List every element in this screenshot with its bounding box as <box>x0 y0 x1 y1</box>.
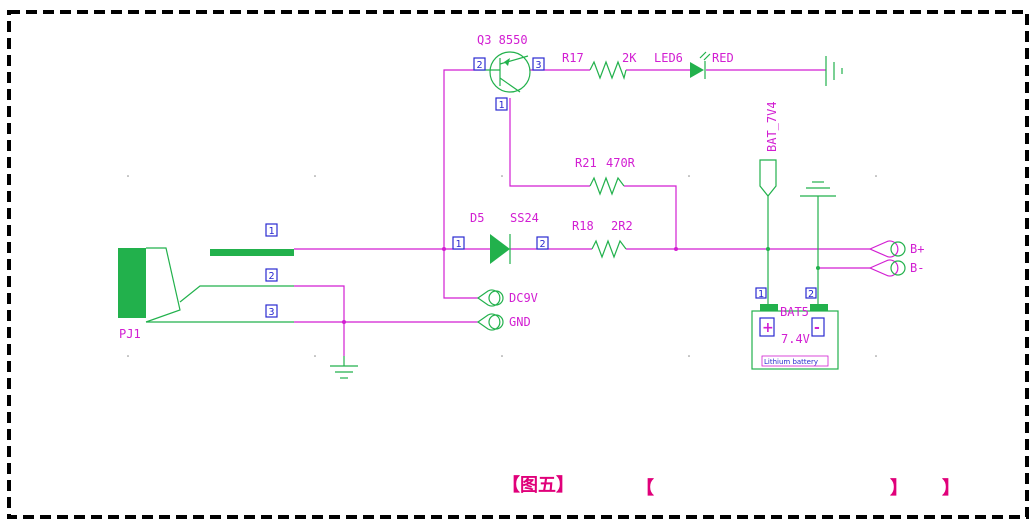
q3-pin-3: 3 <box>536 60 542 71</box>
battery-designator: BAT5 <box>780 305 809 319</box>
q3-pin-2: 2 <box>477 60 483 71</box>
r21-designator: R21 <box>575 156 597 170</box>
pj1-pin-3: 3 <box>269 307 275 318</box>
bat5-pin-2: 2 <box>808 289 814 300</box>
resistor-r17[interactable]: R17 2K <box>562 51 637 81</box>
r17-value: 2K <box>622 51 637 65</box>
port-b-plus-label: B+ <box>910 242 924 256</box>
battery-minus-sign: - <box>814 320 820 336</box>
led-triangle <box>690 62 704 78</box>
connector-pin2-lead <box>179 285 294 303</box>
connector-spring <box>145 247 181 323</box>
battery-body <box>751 310 839 370</box>
resistor-r18[interactable]: R18 2R2 <box>572 219 633 259</box>
sheet-border <box>7 10 1029 519</box>
port-b-minus-label: B- <box>910 261 924 275</box>
battery-plus-sign: + <box>762 320 774 336</box>
pj1-pin-2: 2 <box>269 271 275 282</box>
transistor-body <box>489 51 531 93</box>
d5-pin-2: 2 <box>540 239 546 250</box>
connector-pin-numbers: 1 2 3 <box>265 223 278 318</box>
battery-bat5[interactable]: + - BAT5 7.4V Lithium battery 1 2 <box>751 249 839 370</box>
diode-designator: D5 <box>470 211 484 225</box>
r21-value: 470R <box>606 156 636 170</box>
port-dc9v[interactable]: DC9V <box>476 289 538 307</box>
figure-caption: 【图五】 <box>502 475 574 496</box>
bat5-pin-1: 1 <box>758 289 764 300</box>
port-dc9v-label: DC9V <box>509 291 538 305</box>
q3-pin-1: 1 <box>499 100 505 111</box>
ground-symbol-top-right <box>825 56 843 86</box>
led-led6[interactable]: LED6 RED <box>654 51 734 79</box>
d5-pin-1: 1 <box>456 239 462 250</box>
caption-bracket-open: 【 <box>636 478 654 499</box>
pj1-pin-1: 1 <box>269 226 275 237</box>
battery-type-label: Lithium battery <box>764 358 818 366</box>
led-color: RED <box>712 51 734 65</box>
transistor-q3[interactable]: Q3 8550 2 3 1 <box>473 33 545 111</box>
battery-voltage: 7.4V <box>781 332 810 346</box>
led-designator: LED6 <box>654 51 683 65</box>
r18-value: 2R2 <box>611 219 633 233</box>
net-label-bat: BAT_7V4 <box>765 101 779 152</box>
connector-pj1[interactable]: PJ1 <box>118 247 294 341</box>
diode-d5[interactable]: D5 SS24 1 2 <box>452 211 549 264</box>
connector-designator: PJ1 <box>119 327 141 341</box>
transistor-label: Q3 8550 <box>477 33 528 47</box>
caption-bracket-close-1: 】 <box>890 478 908 499</box>
ground-symbol-b-minus <box>800 181 836 268</box>
ground-symbol-left <box>330 356 358 379</box>
junction-dots <box>342 247 820 324</box>
port-gnd[interactable]: GND <box>476 313 531 331</box>
net-port-bat-7v4[interactable]: BAT_7V4 <box>759 101 779 249</box>
grid-dots <box>127 175 877 357</box>
port-b-plus[interactable]: B+ <box>868 240 924 258</box>
connector-body <box>118 248 146 318</box>
r18-designator: R18 <box>572 219 594 233</box>
diode-triangle <box>490 234 510 264</box>
r17-designator: R17 <box>562 51 584 65</box>
port-b-minus[interactable]: B- <box>868 259 924 277</box>
port-gnd-label: GND <box>509 315 531 329</box>
resistor-r21[interactable]: R21 470R <box>575 156 636 196</box>
connector-pin1-bar <box>210 249 294 256</box>
caption-bracket-close-2: 】 <box>942 478 960 499</box>
diode-part: SS24 <box>510 211 539 225</box>
